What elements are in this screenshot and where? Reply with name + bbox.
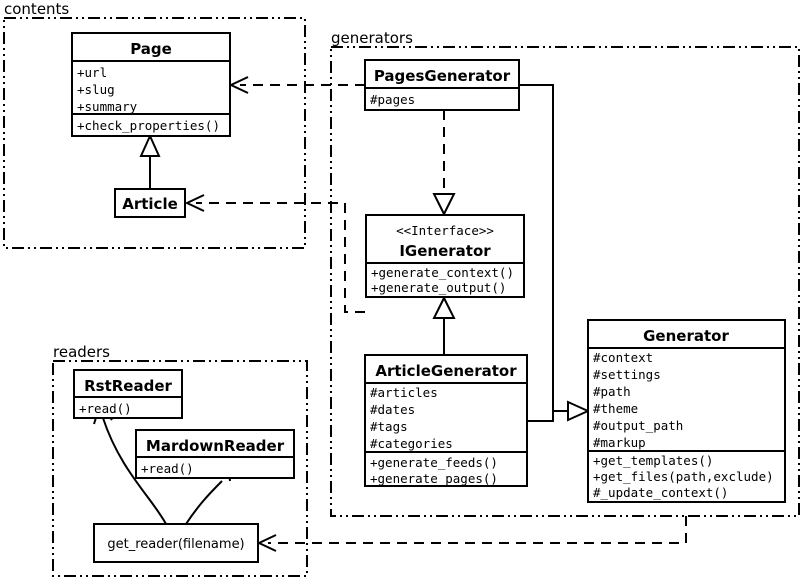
class-igenerator-title: IGenerator [399,242,491,260]
class-mardown-reader-frame[interactable] [135,429,295,479]
class-page-attribute: +slug [77,82,115,97]
class-article-generator-attribute: #articles [370,385,438,400]
package-generators-label: generators [331,29,413,47]
class-mardown-reader-method: +read() [141,461,194,476]
class-generator-attribute: #context [593,350,653,365]
rel-generator-depends-getreader [256,516,687,552]
rel-pagesgenerator-realizes-igenerator [432,110,456,217]
class-page-attribute: +summary [77,99,138,114]
class-rst-reader-frame[interactable] [73,369,183,419]
rel-articlegenerator-inherits-generator [527,400,591,422]
class-generator-frame[interactable] [587,319,786,503]
package-contents: contents [3,0,306,249]
class-generator-attribute: #output_path [593,418,683,433]
class-page-method: +check_properties() [77,118,220,133]
class-pages-generator[interactable]: PagesGenerator #pages [364,59,520,111]
class-article-generator-attribute: #tags [370,419,408,434]
class-page-attribute: +url [77,65,107,80]
rel-articlegenerator-inherits-igenerator [432,295,456,355]
rel-articlegenerator-depends-article [184,194,365,313]
class-pages-generator-frame[interactable] [364,59,520,111]
package-readers: readers [52,343,308,577]
class-generator-attribute: #theme [593,401,638,416]
class-igenerator-method: +generate_output() [371,280,506,295]
class-article[interactable]: Article [114,188,186,218]
package-generators: generators [330,29,800,517]
class-generator-attribute: #path [593,384,631,399]
class-page-frame[interactable] [71,32,231,137]
class-generator-attribute: #settings [593,367,661,382]
rel-pagesgenerator-depends-page [228,76,365,94]
class-article-generator-attribute: #dates [370,402,415,417]
class-generator-attribute: #markup [593,435,646,450]
rel-article-inherits-page [139,133,161,189]
class-article-title: Article [122,195,178,213]
class-generator-method: +get_files(path,exclude) [593,469,774,484]
package-generators-border [330,46,800,517]
class-igenerator-stereotype: <<Interface>> [396,223,494,238]
class-generator-title: Generator [643,327,729,345]
class-igenerator-frame[interactable] [365,214,525,298]
class-generator-method: +get_templates() [593,453,713,468]
class-pages-generator-title: PagesGenerator [374,67,511,85]
class-rst-reader[interactable]: RstReader +read() [73,369,183,419]
class-generator-method: #_update_context() [593,485,728,500]
class-article-generator-method: +generate_feeds() [370,455,498,470]
class-mardown-reader-title: MardownReader [146,437,285,455]
class-page-title: Page [130,40,172,58]
class-igenerator[interactable]: <<Interface>> IGenerator +generate_conte… [365,214,525,298]
class-article-generator-title: ArticleGenerator [375,362,517,380]
class-rst-reader-title: RstReader [84,377,172,395]
function-get-reader-frame[interactable] [93,523,259,563]
class-mardown-reader[interactable]: MardownReader +read() [135,429,295,479]
class-article-generator-frame[interactable] [364,354,528,487]
function-get-reader-label: get_reader(filename) [107,537,244,552]
class-article-generator-method: +generate_pages() [370,471,498,486]
class-igenerator-method: +generate_context() [371,265,514,280]
package-readers-border [52,360,308,577]
class-page[interactable]: Page +url +slug +summary +check_properti… [71,32,231,137]
class-article-generator[interactable]: ArticleGenerator #articles #dates #tags … [364,354,528,487]
package-contents-border [3,17,306,249]
class-article-generator-attribute: #categories [370,436,453,451]
package-readers-label: readers [53,343,110,361]
class-rst-reader-method: +read() [79,401,132,416]
function-get-reader[interactable]: get_reader(filename) [93,523,259,563]
class-generator[interactable]: Generator #context #settings #path #them… [587,319,786,503]
class-article-frame[interactable] [114,188,186,218]
class-pages-generator-attribute: #pages [370,92,415,107]
package-contents-label: contents [4,0,69,18]
